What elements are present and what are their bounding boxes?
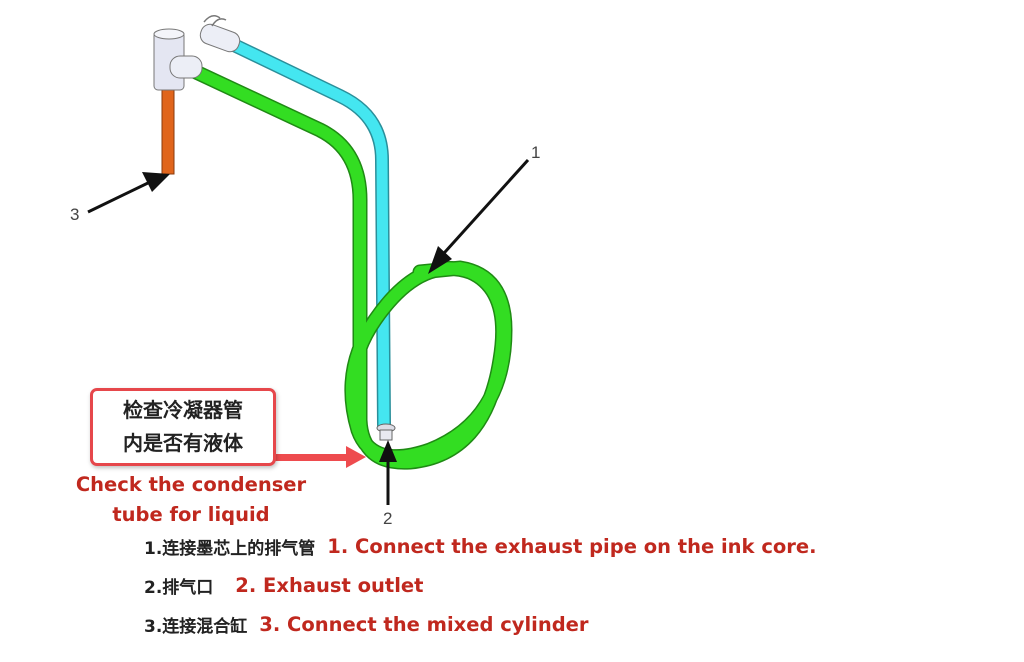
legend-item-3: 3.连接混合缸 3. Connect the mixed cylinder: [144, 605, 817, 644]
legend: 1.连接墨芯上的排气管 1. Connect the exhaust pipe …: [144, 527, 817, 644]
note-zh-line-2: 内是否有液体: [123, 431, 243, 455]
legend-item-1: 1.连接墨芯上的排气管 1. Connect the exhaust pipe …: [144, 527, 817, 566]
legend-en-2: 2. Exhaust outlet: [235, 574, 424, 597]
legend-zh-2: 2.排气口: [144, 578, 214, 598]
note-pointer-arrow: [270, 446, 366, 468]
callout-number-2: 2: [383, 509, 392, 528]
callout-arrow-2: [379, 440, 397, 505]
note-zh-line-1: 检查冷凝器管: [123, 398, 243, 422]
t-connector-fitting: [153, 15, 241, 91]
ink-core-tube: [229, 39, 391, 432]
condenser-check-note-english: Check the condenser tube for liquid: [62, 470, 320, 530]
legend-zh-1: 1.连接墨芯上的排气管: [144, 539, 316, 559]
note-en-line-1: Check the condenser: [75, 473, 307, 496]
callout-arrow-1: [428, 158, 530, 274]
note-en-line-2: tube for liquid: [112, 503, 270, 526]
legend-en-1: 1. Connect the exhaust pipe on the ink c…: [327, 535, 817, 558]
callout-arrow-3: [87, 172, 170, 214]
legend-en-3: 3. Connect the mixed cylinder: [259, 613, 589, 636]
legend-item-2: 2.排气口 2. Exhaust outlet: [144, 566, 817, 605]
callout-number-1: 1: [531, 143, 540, 162]
mixing-cylinder-tube: [161, 87, 175, 175]
callout-number-3: 3: [70, 205, 79, 224]
legend-zh-3: 3.连接混合缸: [144, 617, 248, 637]
condenser-check-note: 检查冷凝器管 内是否有液体: [90, 388, 276, 466]
exhaust-outlet-fitting: [376, 423, 396, 441]
exhaust-tube-coil: [188, 64, 513, 470]
